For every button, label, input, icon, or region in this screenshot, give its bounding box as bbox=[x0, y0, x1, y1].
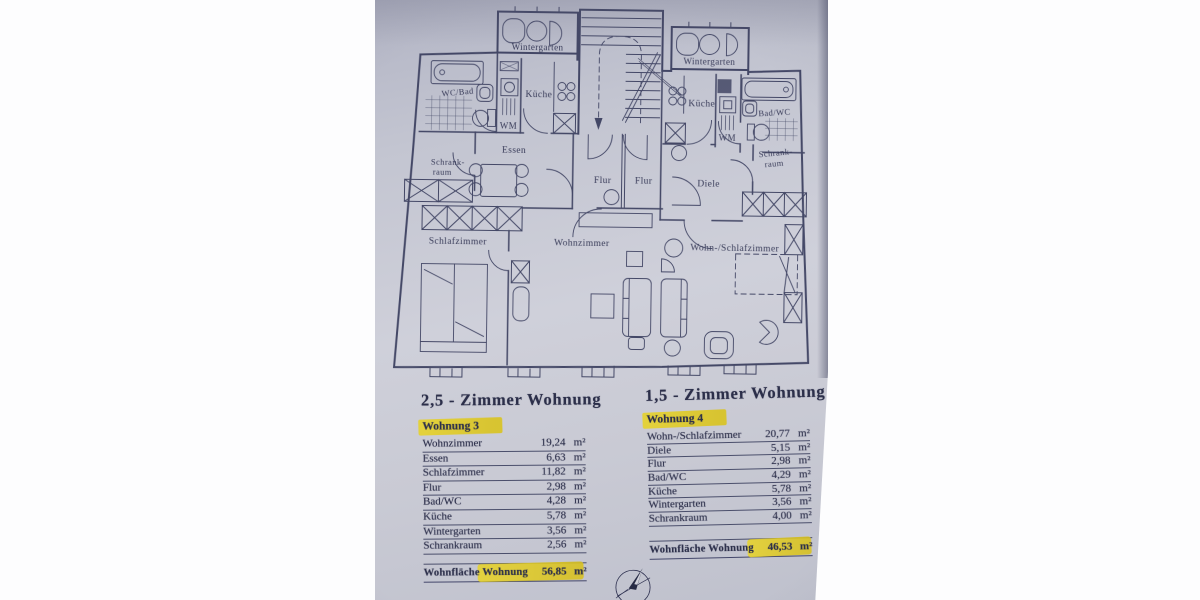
staircase bbox=[581, 17, 684, 130]
room-label-wm-right: WM bbox=[719, 133, 736, 143]
room-label-diele: Diele bbox=[697, 179, 720, 189]
area-table-wohnung-4: Wohnung 4 Wohn-/Schlafzimmer 20,77 m² Di… bbox=[642, 409, 813, 560]
room-label-essen: Essen bbox=[502, 146, 526, 156]
table-row: Küche 5,78 m² bbox=[423, 509, 587, 526]
table-row: Wintergarten 3,56 m² bbox=[423, 523, 587, 540]
room-label-schrankraum-right-1: Schrank- bbox=[758, 146, 793, 159]
table-row: Schlafzimmer 11,82 m² bbox=[422, 465, 586, 482]
room-label-wc-bad: WC/Bad bbox=[441, 86, 474, 99]
room-label-wohn-schlafzimmer: Wohn-/Schlafzimmer bbox=[690, 242, 779, 254]
fixtures bbox=[425, 60, 798, 206]
room-label-schlafzimmer: Schlafzimmer bbox=[429, 236, 488, 248]
table-total-row: Wohnfläche Wohnung 3 56,85 m² bbox=[423, 561, 587, 583]
apartment-title-right: 1,5 - Zimmer Wohnung bbox=[644, 381, 826, 405]
room-label-wintergarten-left: Wintergarten bbox=[512, 42, 564, 53]
table-row: Bad/WC 4,28 m² bbox=[422, 494, 587, 511]
compass-rose-icon bbox=[615, 568, 651, 600]
room-label-kueche-right: Küche bbox=[688, 99, 715, 109]
table-row: Wohnzimmer 19,24 m² bbox=[422, 436, 586, 453]
room-label-schrankraum-left-1: Schrank- bbox=[431, 157, 465, 167]
window-sills bbox=[429, 6, 757, 378]
room-label-wohnzimmer: Wohnzimmer bbox=[554, 238, 610, 249]
wardrobe-boxes bbox=[403, 112, 808, 324]
room-label-wm-left: WM bbox=[500, 121, 517, 131]
furniture bbox=[419, 18, 799, 360]
floor-plan: Wintergarten WC/Bad WM Küche Essen Schra… bbox=[375, 0, 828, 395]
room-label-wintergarten-right: Wintergarten bbox=[683, 56, 735, 67]
room-label-schrankraum-right-2: raum bbox=[764, 158, 784, 170]
room-label-kueche-left: Küche bbox=[525, 90, 552, 100]
table-total-row: Wohnfläche Wohnung 4 46,53 m² bbox=[649, 536, 813, 560]
apartment-title-left: 2,5 - Zimmer Wohnung bbox=[420, 389, 602, 410]
scanned-floorplan-photo: Wintergarten WC/Bad WM Küche Essen Schra… bbox=[375, 0, 828, 600]
table-header: Wohnung 3 bbox=[418, 417, 585, 436]
room-label-schrankraum-left-2: raum bbox=[433, 167, 452, 177]
table-row: Essen 6,63 m² bbox=[422, 450, 586, 467]
room-label-bad-wc: Bad/WC bbox=[758, 107, 791, 119]
table-row: Schrankraum 2,56 m² bbox=[423, 538, 587, 555]
room-labels: Wintergarten WC/Bad WM Küche Essen Schra… bbox=[429, 42, 793, 255]
door-arcs bbox=[452, 108, 754, 272]
room-label-flur-left: Flur bbox=[594, 176, 612, 186]
table-header: Wohnung 4 bbox=[642, 409, 809, 429]
area-table-wohnung-3: Wohnung 3 Wohnzimmer 19,24 m² Essen 6,63… bbox=[418, 417, 587, 583]
table-row: Schrankraum 4,00 m² bbox=[648, 509, 812, 527]
room-label-flur-right: Flur bbox=[635, 176, 653, 186]
table-row: Flur 2,98 m² bbox=[422, 480, 586, 497]
